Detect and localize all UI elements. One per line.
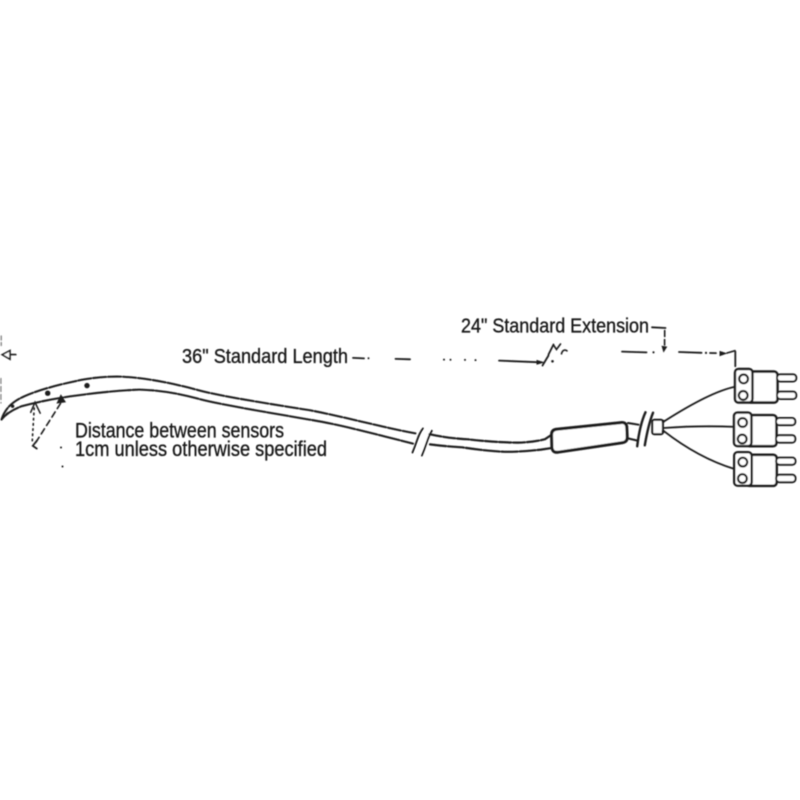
svg-text:24" Standard Extension: 24" Standard Extension [461,315,649,338]
svg-text:Distance between sensors: Distance between sensors [75,419,284,443]
svg-text:1cm unless otherwise specified: 1cm unless otherwise specified [75,437,327,461]
svg-text:36" Standard Length: 36" Standard Length [182,345,348,368]
